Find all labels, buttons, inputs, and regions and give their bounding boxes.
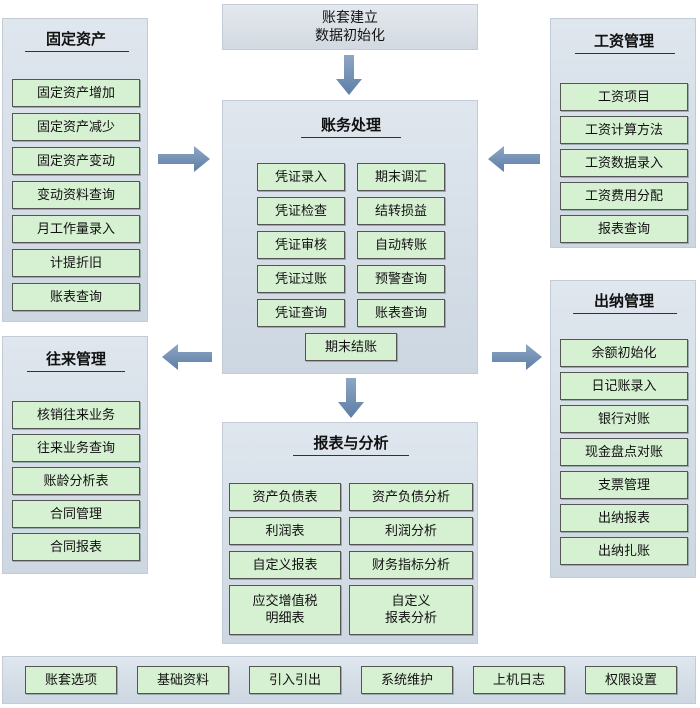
fixed-assets-item[interactable]: 固定资产增加 xyxy=(12,79,140,107)
receivables-item[interactable]: 往来业务查询 xyxy=(12,434,140,462)
payroll-item[interactable]: 报表查询 xyxy=(560,215,688,243)
accounting-item[interactable]: 期末调汇 xyxy=(357,163,445,191)
receivables-item[interactable]: 合同管理 xyxy=(12,500,140,528)
cashier-title-underline xyxy=(573,313,677,314)
reports-item[interactable]: 自定义报表 xyxy=(229,551,341,579)
reports-item[interactable]: 应交增值税 明细表 xyxy=(229,585,341,635)
accounting-panel: 账务处理 凭证录入凭证检查凭证审核凭证过账凭证查询 期末调汇结转损益自动转账预警查… xyxy=(222,100,478,374)
arrow-left-icon xyxy=(162,344,212,370)
fixed-assets-item[interactable]: 固定资产减少 xyxy=(12,113,140,141)
fixed-assets-item[interactable]: 月工作量录入 xyxy=(12,215,140,243)
payroll-title: 工资管理 xyxy=(593,32,654,50)
reports-item[interactable]: 资产负债表 xyxy=(229,483,341,511)
payroll-item[interactable]: 工资项目 xyxy=(560,83,688,111)
accounting-item[interactable]: 结转损益 xyxy=(357,197,445,225)
cashier-item[interactable]: 日记账录入 xyxy=(560,372,688,400)
cashier-item[interactable]: 出纳扎账 xyxy=(560,537,688,565)
arrow-down-icon xyxy=(336,55,362,95)
cashier-item[interactable]: 余额初始化 xyxy=(560,339,688,367)
reports-item[interactable]: 自定义 报表分析 xyxy=(349,585,473,635)
arrow-right-icon xyxy=(158,146,210,172)
footer-button[interactable]: 权限设置 xyxy=(585,666,677,694)
cashier-item[interactable]: 银行对账 xyxy=(560,405,688,433)
arrow-down-icon xyxy=(338,378,364,418)
receivables-panel: 往来管理 核销往来业务往来业务查询账龄分析表合同管理合同报表 xyxy=(2,336,148,574)
accounting-item[interactable]: 凭证检查 xyxy=(257,197,345,225)
payroll-item[interactable]: 工资计算方法 xyxy=(560,116,688,144)
reports-item[interactable]: 利润表 xyxy=(229,517,341,545)
cashier-title: 出纳管理 xyxy=(593,292,654,310)
footer-toolbar: 账套选项基础资料引入引出系统维护上机日志权限设置 xyxy=(2,656,696,704)
cashier-item[interactable]: 出纳报表 xyxy=(560,504,688,532)
reports-item[interactable]: 资产负债分析 xyxy=(349,483,473,511)
footer-button[interactable]: 账套选项 xyxy=(25,666,117,694)
fixed-assets-item[interactable]: 固定资产变动 xyxy=(12,147,140,175)
fixed-assets-item[interactable]: 账表查询 xyxy=(12,283,140,311)
accounting-item[interactable]: 凭证审核 xyxy=(257,231,345,259)
fixed-assets-item[interactable]: 变动资料查询 xyxy=(12,181,140,209)
receivables-title-underline xyxy=(27,371,125,372)
arrow-right-icon xyxy=(492,344,542,370)
accounting-item[interactable]: 凭证过账 xyxy=(257,265,345,293)
cashier-panel: 出纳管理 余额初始化日记账录入银行对账现金盘点对账支票管理出纳报表出纳扎账 xyxy=(550,280,696,578)
accounting-item[interactable]: 自动转账 xyxy=(357,231,445,259)
reports-panel: 报表与分析 资产负债表利润表自定义报表应交增值税 明细表 资产负债分析利润分析财务… xyxy=(222,422,478,644)
accounting-item[interactable]: 凭证查询 xyxy=(257,299,345,327)
arrow-left-icon xyxy=(488,146,540,172)
payroll-panel: 工资管理 工资项目工资计算方法工资数据录入工资费用分配报表查询 xyxy=(550,18,696,248)
period-close-button[interactable]: 期末结账 xyxy=(305,333,397,361)
receivables-item[interactable]: 账龄分析表 xyxy=(12,467,140,495)
footer-button[interactable]: 基础资料 xyxy=(137,666,229,694)
payroll-item[interactable]: 工资数据录入 xyxy=(560,149,688,177)
footer-button[interactable]: 系统维护 xyxy=(361,666,453,694)
fixed-assets-title: 固定资产 xyxy=(45,30,106,48)
fixed-assets-panel: 固定资产 固定资产增加固定资产减少固定资产变动变动资料查询月工作量录入计提折旧账… xyxy=(2,18,148,322)
fixed-assets-item[interactable]: 计提折旧 xyxy=(12,249,140,277)
cashier-item[interactable]: 现金盘点对账 xyxy=(560,438,688,466)
receivables-title: 往来管理 xyxy=(45,350,106,368)
footer-button[interactable]: 上机日志 xyxy=(473,666,565,694)
receivables-item[interactable]: 核销往来业务 xyxy=(12,401,140,429)
accounting-title: 账务处理 xyxy=(320,116,381,134)
fixed-assets-title-underline xyxy=(25,51,129,52)
accounting-item[interactable]: 凭证录入 xyxy=(257,163,345,191)
accounting-title-underline xyxy=(301,137,401,138)
payroll-item[interactable]: 工资费用分配 xyxy=(560,182,688,210)
accounting-item[interactable]: 预警查询 xyxy=(357,265,445,293)
cashier-item[interactable]: 支票管理 xyxy=(560,471,688,499)
payroll-title-underline xyxy=(575,53,675,54)
accounting-item[interactable]: 账表查询 xyxy=(357,299,445,327)
setup-init-box[interactable]: 账套建立 数据初始化 xyxy=(222,4,478,50)
receivables-item[interactable]: 合同报表 xyxy=(12,533,140,561)
footer-button[interactable]: 引入引出 xyxy=(249,666,341,694)
reports-title-underline xyxy=(293,455,409,456)
reports-title: 报表与分析 xyxy=(313,434,389,452)
reports-item[interactable]: 财务指标分析 xyxy=(349,551,473,579)
reports-item[interactable]: 利润分析 xyxy=(349,517,473,545)
